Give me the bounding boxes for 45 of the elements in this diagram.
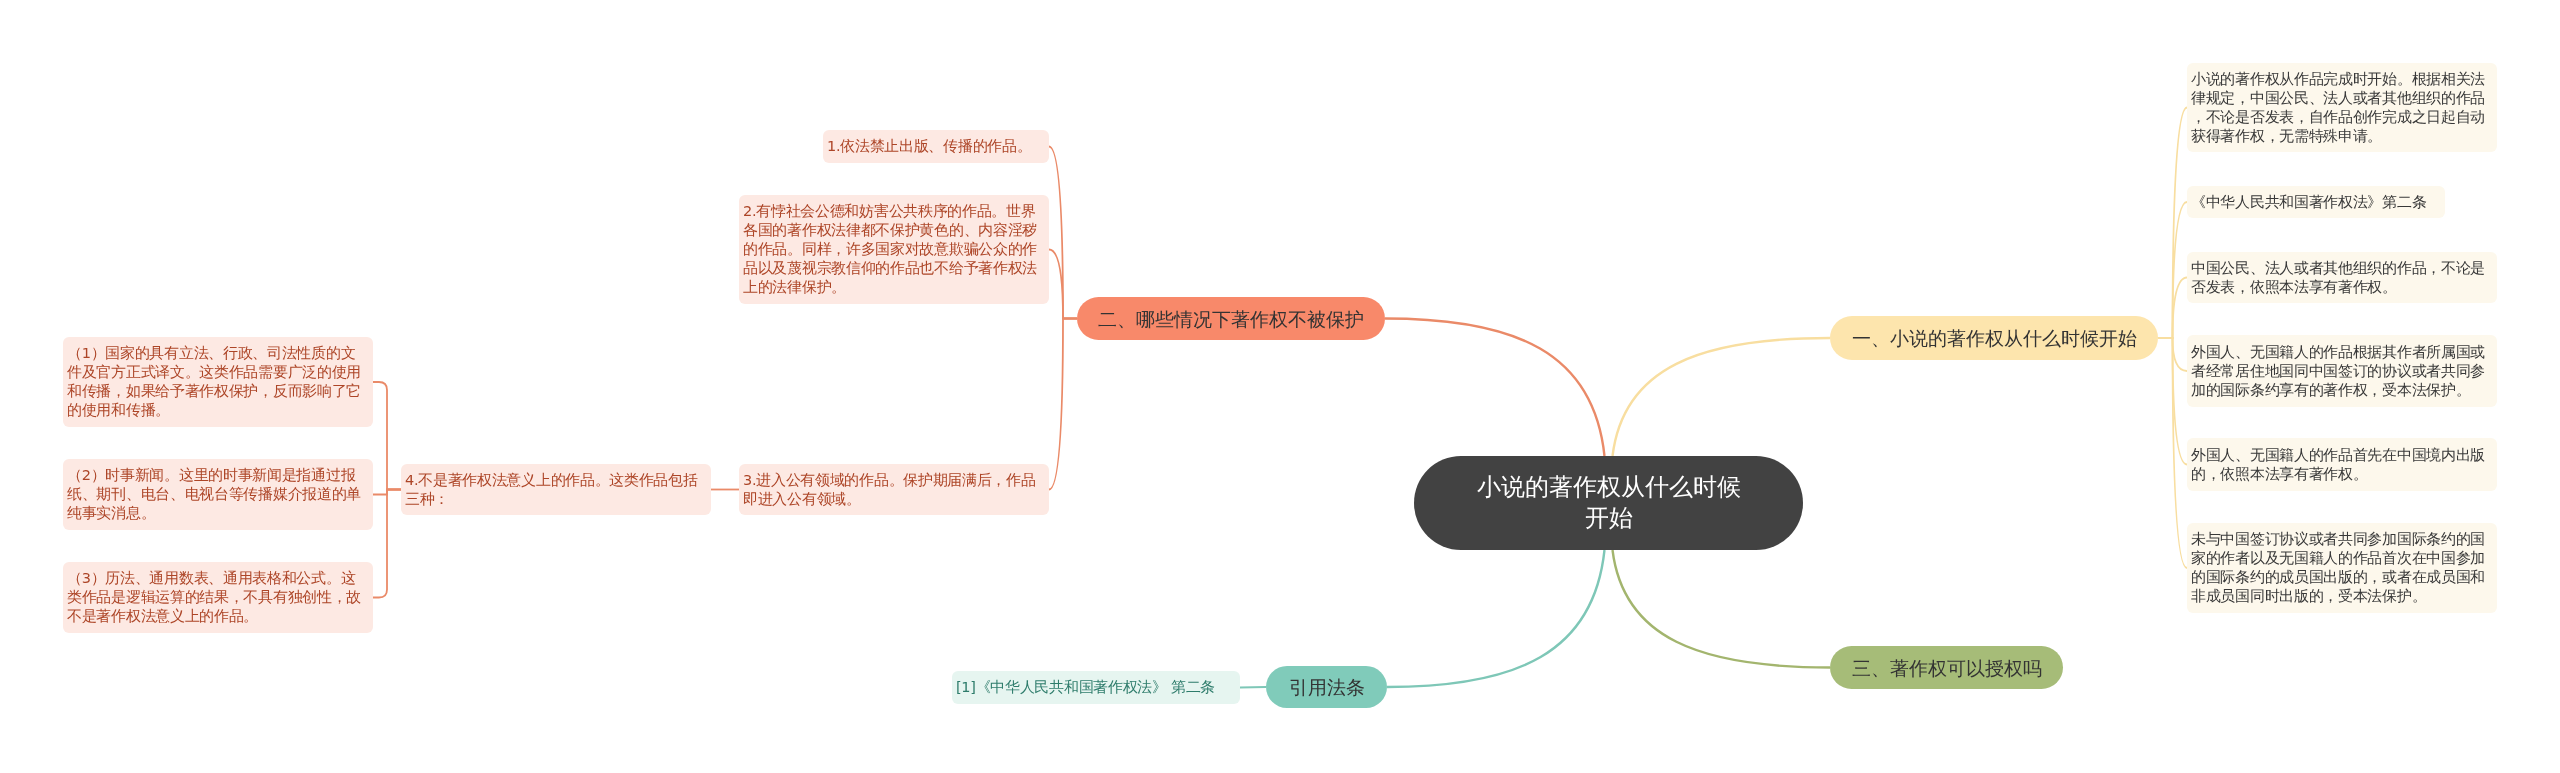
note-card [2187,335,2497,407]
branch-connector [1611,549,1831,669]
topic-text: 三、著作权可以授权吗 [1851,655,2042,680]
branch-connector [1384,317,1606,457]
note-text: 外国人、无国籍人的作品首先在中国境内出版的，依照本法享有著作权。 [2191,445,2486,484]
note-card [739,195,1049,304]
note-text: （3）历法、通用数表、通用表格和公式。这类作品是逻辑运算的结果，不具有独创性，故不是著作权法意义上的作品。 [67,569,362,626]
branch-connector [1386,549,1606,689]
note-text: 未与中国签订协议或者共同参加国际条约的国家的作者以及无国籍人的作品首次在中国参加的国际条约的成员国出版的，或者在成员国和非成员国同时出版的，受本法保护。 [2191,530,2486,606]
branch-topic [1830,646,2063,689]
note-text: 1.依法禁止出版、传播的作品。 [827,137,1032,156]
note-text: 2.有悖社会公德和妨害公共秩序的作品。世界各国的著作权法律都不保护黄色的、内容淫秽的作品。同样，许多国家对故意欺骗公众的作品以及蔑视宗教信仰的作品也不给予著作权法上的法律保护。 [743,202,1038,297]
note-card [63,459,373,530]
note-text: （2）时事新闻。这里的时事新闻是指通过报纸、期刊、电台、电视台等传播媒介报道的单纯事实消息。 [67,466,362,523]
branch-topic [1266,666,1387,708]
note-text: 小说的著作权从作品完成时开始。根据相关法律规定，中国公民、法人或者其他组织的作品，不论是否发表，自作品创作完成之日起自动获得著作权，无需特殊申请。 [2191,69,2486,146]
branch-connector [710,488,740,491]
note-card [952,671,1240,704]
branch-connector [1048,317,1078,491]
note-card [2187,186,2445,218]
note-card [823,130,1049,163]
note-card [2187,252,2497,303]
note-text: 外国人、无国籍人的作品根据其作者所属国或者经常居住地国同中国签订的协议或者共同参加的国际条约享有的著作权，受本法保护。 [2191,342,2486,400]
branch-topic [1830,316,2158,360]
note-card [2187,438,2497,491]
note-text: （1）国家的具有立法、行政、司法性质的文件及官方正式译文。这类作品需要广泛的使用和传播，如果给予著作权保护，反而影响了它的使用和传播。 [67,344,362,420]
note-text: 3.进入公有领域的作品。保护期届满后，作品即进入公有领域。 [743,470,1037,509]
note-text: 4.不是著作权法意义上的作品。这类作品包括三种： [405,470,699,509]
topic-text: 引用法条 [1288,675,1365,699]
topic-text: 小说的著作权从什么时候开始 [1475,472,1742,534]
note-card [2187,63,2497,152]
note-card [63,337,373,427]
note-card [739,464,1049,515]
branch-connector [1239,686,1267,689]
branch-topic [1077,297,1385,340]
note-card [2187,523,2497,613]
note-text: [1]《中华人民共和国著作权法》 第二条 [956,678,1216,697]
branch-connector [2157,337,2188,569]
branch-connector [1611,336,1831,457]
note-card [401,464,711,515]
topic-text: 二、哪些情况下著作权不被保护 [1098,306,1364,331]
topic-text: 一、小说的著作权从什么时候开始 [1851,326,2137,350]
note-text: 中国公民、法人或者其他组织的作品，不论是否发表，依照本法享有著作权。 [2191,258,2486,297]
note-card [63,562,373,633]
note-text: 《中华人民共和国著作权法》第二条 [2191,192,2427,212]
